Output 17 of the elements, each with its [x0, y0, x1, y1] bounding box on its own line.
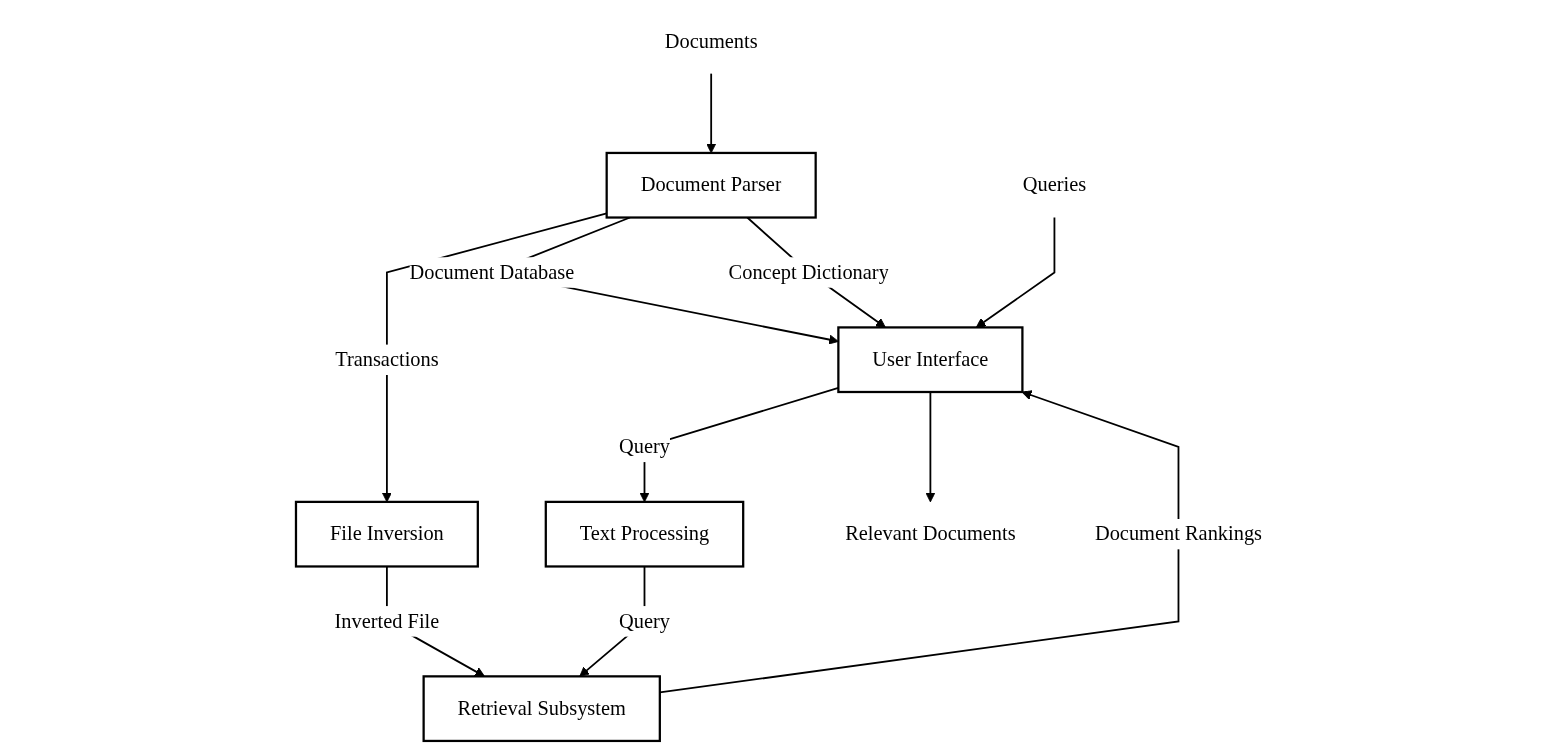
node-box: Retrieval Subsystem: [422, 675, 661, 743]
node-text: Documents: [664, 29, 758, 53]
edge-label: Concept Dictionary: [728, 260, 889, 284]
node-text: Queries: [1022, 173, 1087, 196]
node-box: Document Parser: [605, 151, 817, 219]
node-box: Text Processing: [544, 500, 745, 568]
node-box: User Interface: [837, 326, 1024, 394]
edge-label: Document Database: [409, 260, 575, 284]
arrow: [975, 216, 1056, 328]
edge-label: Inverted File: [334, 609, 440, 633]
edge-label: Document Rankings: [1094, 522, 1263, 545]
edge-label: Transactions: [335, 347, 439, 371]
arrow: [925, 391, 936, 503]
edge-label: Query: [619, 435, 670, 458]
node-box: File Inversion: [294, 500, 479, 568]
node-text: Relevant Documents: [845, 522, 1016, 545]
edge-label: Query: [619, 609, 670, 633]
